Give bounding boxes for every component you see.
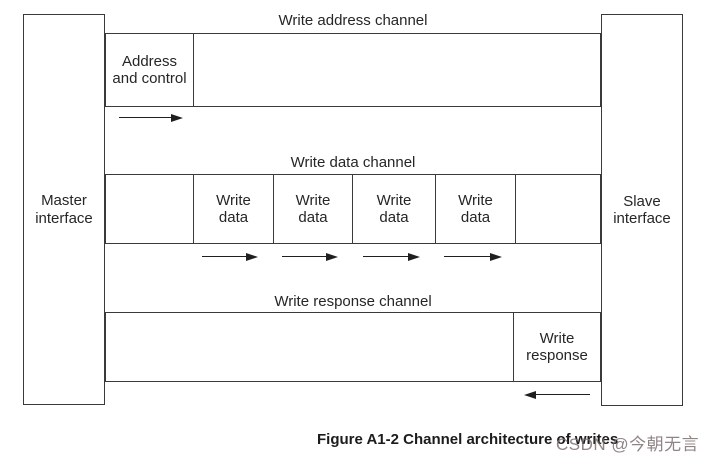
address-and-control-box: Address and control <box>106 34 194 106</box>
write-address-channel-lane: Address and control <box>105 33 601 107</box>
arrow-shaft <box>282 255 326 258</box>
write-data-right-arrow-icon <box>444 251 502 262</box>
write-data-box: Write data <box>274 175 353 243</box>
write-data-right-arrow-icon <box>282 251 338 262</box>
slave-interface-label: Slave interface <box>613 192 671 227</box>
write-address-channel-title: Write address channel <box>278 12 428 29</box>
write-address-channel-empty-segment <box>194 34 600 106</box>
write-address-right-arrow-icon <box>119 112 183 123</box>
write-response-channel-title: Write response channel <box>274 293 432 310</box>
write-data-right-arrow-icon <box>363 251 420 262</box>
write-response-channel-empty-segment <box>106 313 514 381</box>
arrow-shaft <box>119 116 171 119</box>
master-interface-label: Master interface <box>35 192 93 227</box>
write-data-box: Write data <box>194 175 274 243</box>
write-response-box: Write response <box>526 329 588 364</box>
arrow-head <box>171 113 183 122</box>
write-data-channel-lane: Write data Write data Write data Write d… <box>105 174 601 244</box>
arrow-head <box>490 252 502 261</box>
write-data-channel-empty-segment <box>516 175 600 243</box>
write-data-channel-empty-segment <box>106 175 194 243</box>
write-data-box: Write data <box>436 175 516 243</box>
write-data-box: Write data <box>353 175 436 243</box>
slave-interface-box: Slave interface <box>601 14 683 406</box>
arrow-shaft <box>444 255 490 258</box>
arrow-head <box>408 252 420 261</box>
arrow-shaft <box>363 255 408 258</box>
write-response-left-arrow-icon <box>524 389 590 400</box>
write-response-channel-lane: Write response <box>105 312 601 382</box>
arrow-shaft <box>536 393 590 396</box>
arrow-head <box>524 390 536 399</box>
arrow-shaft <box>202 255 246 258</box>
figure-caption: Figure A1-2 Channel architecture of writ… <box>317 431 619 448</box>
csdn-watermark: CSDN @今朝无言 <box>556 435 700 454</box>
write-data-right-arrow-icon <box>202 251 258 262</box>
write-data-channel-title: Write data channel <box>290 154 416 171</box>
arrow-head <box>326 252 338 261</box>
arrow-head <box>246 252 258 261</box>
master-interface-box: Master interface <box>23 14 105 405</box>
